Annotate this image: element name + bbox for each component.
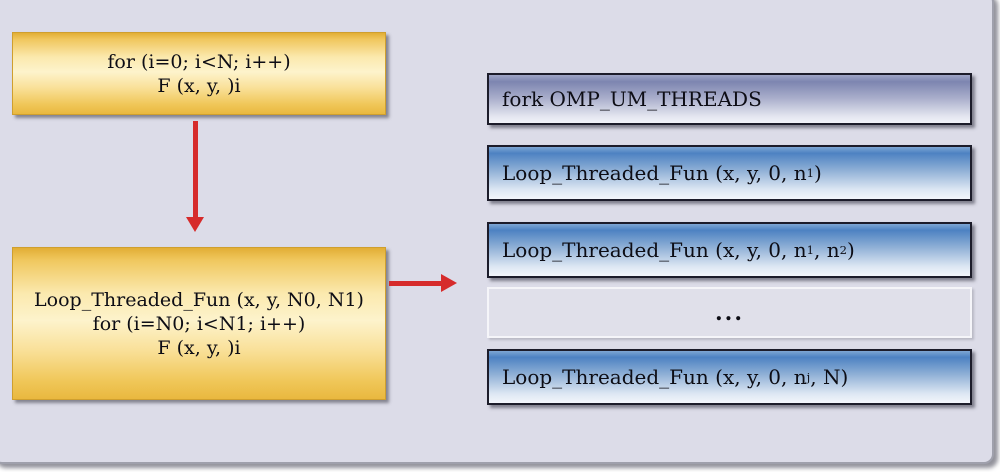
serial-loop-line-1: for (i=0; i<N; i++) bbox=[107, 50, 291, 73]
serial-loop-line-2: F (x, y, )i bbox=[157, 74, 241, 97]
right-arrow-head bbox=[441, 274, 457, 292]
right-arrow-icon bbox=[389, 274, 457, 292]
down-arrow-icon bbox=[186, 121, 204, 232]
down-arrow-shaft bbox=[192, 121, 198, 217]
down-arrow-head bbox=[186, 217, 204, 232]
threaded-fun-box: Loop_Threaded_Fun (x, y, N0, N1) for (i=… bbox=[12, 247, 386, 400]
right-arrow-shaft bbox=[389, 280, 441, 286]
threaded-fun-line-3: F (x, y, )i bbox=[157, 336, 241, 359]
ellipsis-box: ... bbox=[487, 287, 972, 338]
serial-loop-box: for (i=0; i<N; i++) F (x, y, )i bbox=[12, 32, 386, 115]
threaded-fun-line-2: for (i=N0; i<N1; i++) bbox=[92, 312, 306, 335]
threaded-fun-line-1: Loop_Threaded_Fun (x, y, N0, N1) bbox=[34, 288, 364, 311]
fork-threads-box: fork OMP_UM_THREADS bbox=[487, 73, 972, 125]
